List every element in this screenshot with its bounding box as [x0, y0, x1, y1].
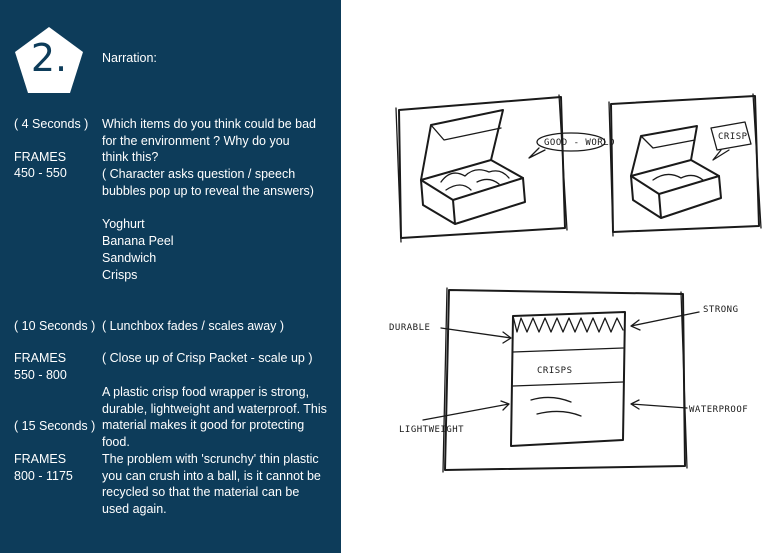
segment1-question: Which items do you think could be bad fo…: [102, 117, 317, 164]
narration-heading: Narration:: [102, 51, 157, 65]
scene-number: 2.: [30, 36, 68, 80]
item-sandwich: Sandwich: [102, 251, 157, 265]
packet-text-crisps: CRISPS: [537, 366, 573, 376]
storyboard-text-panel: 2. Narration: ( 4 Seconds ) FRAMES 450 -…: [0, 0, 341, 553]
segment2-frames-range: 550 - 800: [14, 368, 67, 382]
segment3-frames-label: FRAMES: [14, 452, 67, 466]
scene-number-badge: 2.: [13, 25, 85, 95]
segment3-duration: ( 15 Seconds ): [14, 419, 96, 433]
label-waterproof: WATERPROOF: [689, 405, 748, 415]
label-lightweight: LIGHTWEIGHT: [399, 425, 464, 435]
pentagon-icon: [15, 27, 83, 93]
item-yoghurt: Yoghurt: [102, 217, 145, 231]
sketch-frame-crisp-packet: CRISPS DURABLE STRONG LIGHTWEIGHT WATERP…: [389, 287, 748, 473]
item-banana-peel: Banana Peel: [102, 234, 174, 248]
segment1-direction: ( Character asks question / speech bubbl…: [102, 167, 314, 198]
label-strong: STRONG: [703, 305, 739, 315]
segment1-frames-range: 450 - 550: [14, 166, 67, 180]
storyboard-sketches: GOOD - WORLD CRISP CRISPS: [341, 0, 780, 553]
item-crisps: Crisps: [102, 268, 138, 282]
segment2-direction-fade: ( Lunchbox fades / scales away ): [102, 319, 285, 333]
sketch-frame-crisp-bubble: CRISP: [608, 93, 762, 237]
segment1-duration: ( 4 Seconds ): [14, 117, 89, 131]
segment2-duration: ( 10 Seconds ): [14, 319, 96, 333]
segment3-frames-range: 800 - 1175: [14, 469, 73, 483]
segment2-narration: A plastic crisp food wrapper is strong, …: [102, 385, 327, 449]
label-durable: DURABLE: [389, 323, 430, 333]
segment3-narration: The problem with 'scrunchy' thin plastic…: [102, 452, 321, 516]
bubble-crisp: CRISP: [718, 132, 748, 142]
segment2-frames-label: FRAMES: [14, 351, 67, 365]
segment1-frames-label: FRAMES: [14, 150, 67, 164]
segment2-direction-closeup: ( Close up of Crisp Packet - scale up ): [102, 351, 313, 365]
sketch-frame-lunchbox: GOOD - WORLD: [395, 94, 615, 243]
bubble-good-world: GOOD - WORLD: [544, 138, 615, 148]
sketch-canvas: GOOD - WORLD CRISP CRISPS: [389, 93, 762, 473]
